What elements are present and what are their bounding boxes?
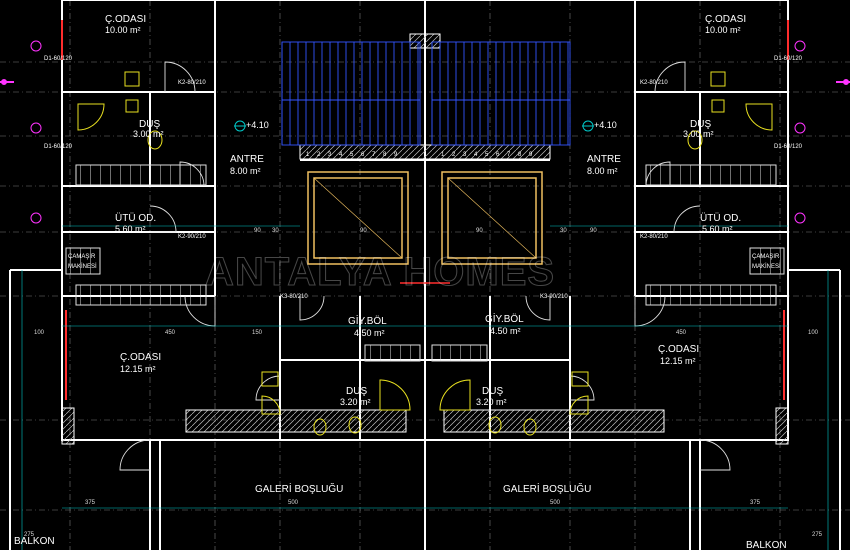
- grid-bubbles: [30, 40, 806, 224]
- stair-step-number: 4: [474, 152, 478, 158]
- room-giy-left-area: 4.50 m²: [354, 328, 385, 338]
- room-cocuk2-right-area: 12.15 m²: [660, 356, 696, 366]
- room-giy-right-name: GİY.BÖL: [485, 312, 524, 325]
- camasir-right-line1: ÇAMAŞIR: [752, 254, 780, 260]
- stair-step-number: 8: [383, 152, 387, 158]
- stair-step-numbers: 1 2 3 4 5 6 7 8 9 1 2 3 4 5 6 7 8 9: [306, 152, 533, 158]
- dim-500a: 500: [288, 500, 299, 506]
- stair-outline: [431, 41, 571, 146]
- room-giy-left-name: GİY.BÖL: [348, 314, 387, 327]
- stair-step-number: 2: [452, 152, 456, 158]
- room-galeri-left-name: GALERİ BOŞLUĞU: [255, 482, 343, 495]
- room-dus-left-name: DUŞ: [139, 119, 160, 130]
- room-dus2-left-area: 3.20 m²: [340, 397, 371, 407]
- stair-step-number: 2: [317, 152, 321, 158]
- room-balkon-right-name: BALKON: [746, 540, 787, 550]
- stair-step-number: 1: [441, 152, 445, 158]
- room-cocuk2-right-name: Ç.ODASI: [658, 344, 699, 355]
- dim-30a: 30: [272, 228, 279, 234]
- dim-100b: 100: [808, 330, 819, 336]
- window-tag-w1: D1-60/120: [44, 56, 73, 62]
- stair-step-number: 8: [518, 152, 522, 158]
- room-cocuk2-left-name: Ç.ODASI: [120, 352, 161, 363]
- dim-450b: 450: [676, 330, 687, 336]
- stair-step-number: 9: [529, 152, 533, 158]
- window-tag-w2: D1-60/120: [44, 144, 73, 150]
- door-tag-k1: K2-80/210: [178, 80, 206, 86]
- room-utu-left-area: 5.60 m²: [115, 224, 146, 234]
- room-cocuk-left-name: Ç.ODASI: [105, 14, 146, 25]
- room-dus2-right-name: DUŞ: [482, 386, 503, 397]
- door-tag-k6: K2-80/210: [640, 80, 668, 86]
- stair-step-number: 7: [507, 152, 511, 158]
- level-markers: [234, 120, 594, 132]
- dim-90a: 90: [254, 228, 261, 234]
- camasir-right-line2: MAKİNESİ: [752, 263, 781, 270]
- window-tag-w3: D1-60/120: [774, 56, 803, 62]
- stair-step-number: 1: [306, 152, 310, 158]
- door-tag-k4: K3-90/210: [540, 294, 568, 300]
- dim-90d: 90: [590, 228, 597, 234]
- dim-375a: 375: [85, 500, 96, 506]
- room-dus-right-name: DUŞ: [690, 119, 711, 130]
- room-dus-left-area: 3.00 m²: [133, 129, 164, 139]
- dim-450a: 450: [165, 330, 176, 336]
- stair-step-number: 6: [496, 152, 500, 158]
- room-cocuk-right-name: Ç.ODASI: [705, 14, 746, 25]
- stair-step-number: 9: [394, 152, 398, 158]
- stair-step-number: 4: [339, 152, 343, 158]
- stairs: [281, 41, 571, 146]
- stair-step-number: 5: [350, 152, 354, 158]
- camasir-left-line1: ÇAMAŞIR: [68, 254, 96, 260]
- dim-375b: 375: [750, 500, 761, 506]
- walls: [9, 0, 841, 550]
- door-tag-k2: K2-90/210: [178, 234, 206, 240]
- dim-100a: 100: [34, 330, 45, 336]
- section-markers: [0, 79, 850, 85]
- room-dus2-left-name: DUŞ: [346, 386, 367, 397]
- room-giy-right-area: 4.50 m²: [490, 326, 521, 336]
- door-tag-k5: K2-80/210: [640, 234, 668, 240]
- room-antre-left-area: 8.00 m²: [230, 166, 261, 176]
- room-cocuk2-left-area: 12.15 m²: [120, 364, 156, 374]
- window-tag-w4: D1-60/120: [774, 144, 803, 150]
- wall-hatching: [61, 33, 789, 445]
- dim-90b: 90: [360, 228, 367, 234]
- dim-90c: 90: [476, 228, 483, 234]
- room-antre-right-area: 8.00 m²: [587, 166, 618, 176]
- dim-30b: 30: [560, 228, 567, 234]
- camasir-left-line2: MAKİNESİ: [68, 263, 97, 270]
- closets: [65, 164, 785, 362]
- door-tag-k3: K3-80/210: [280, 294, 308, 300]
- room-antre-left-name: ANTRE: [230, 154, 264, 165]
- room-cocuk-right-area: 10.00 m²: [705, 25, 741, 35]
- level-right: +4.10: [594, 120, 617, 130]
- stair-step-number: 6: [361, 152, 365, 158]
- elevator-shafts: [307, 171, 543, 265]
- dim-500b: 500: [550, 500, 561, 506]
- stair-step-number: 3: [328, 152, 332, 158]
- dimension-lines: [21, 225, 829, 550]
- stair-outline: [281, 41, 421, 146]
- fixtures: [77, 71, 773, 436]
- dim-275b: 275: [812, 532, 823, 538]
- room-balkon-left-name: BALKON: [14, 536, 55, 547]
- room-galeri-right-name: GALERİ BOŞLUĞU: [503, 482, 591, 495]
- room-utu-right-area: 5.60 m²: [702, 224, 733, 234]
- room-antre-right-name: ANTRE: [587, 154, 621, 165]
- stair-step-number: 3: [463, 152, 467, 158]
- room-cocuk-left-area: 10.00 m²: [105, 25, 141, 35]
- level-left: +4.10: [246, 120, 269, 130]
- stair-step-number: 7: [372, 152, 376, 158]
- room-dus2-right-area: 3.20 m²: [476, 397, 507, 407]
- windows: [61, 20, 789, 400]
- room-utu-right-name: ÜTÜ OD.: [700, 212, 741, 224]
- dim-275a: 275: [24, 532, 35, 538]
- watermark: ANTALYA HOMES: [205, 250, 555, 294]
- stair-step-number: 5: [485, 152, 489, 158]
- room-utu-left-name: ÜTÜ OD.: [115, 212, 156, 224]
- dim-150: 150: [252, 330, 263, 336]
- room-dus-right-area: 3.00 m²: [683, 129, 714, 139]
